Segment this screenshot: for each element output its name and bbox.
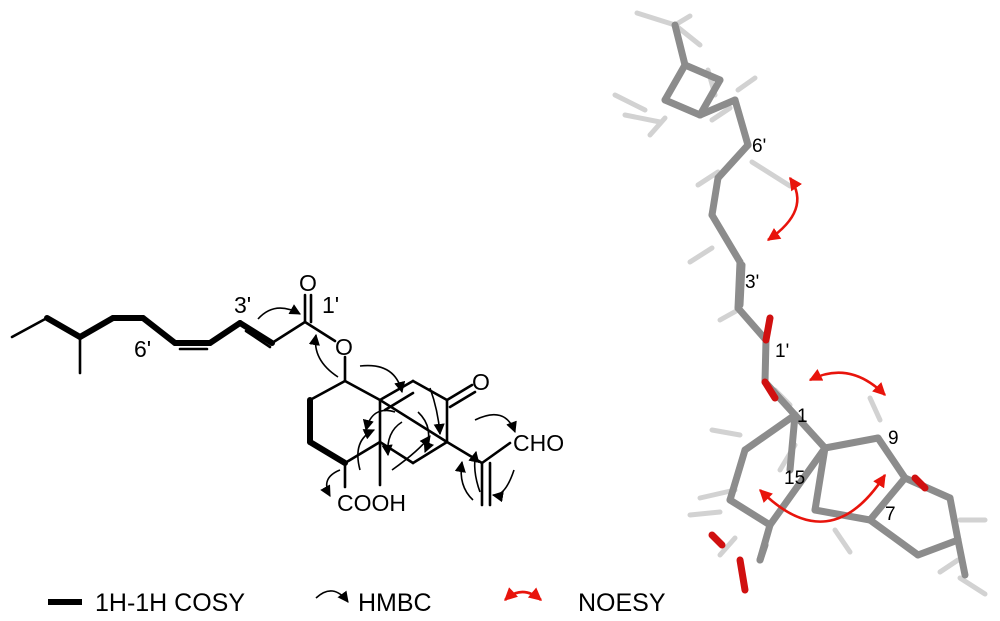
model-position-7-label: 7 [885, 504, 896, 525]
ring-bonds [307, 355, 512, 507]
molecular-model-3d: 6' 3' 1' 1 9 15 7 [612, 10, 988, 597]
ketone-oxygen-label: O [472, 369, 490, 395]
model-position-1prime-label: 1' [775, 341, 789, 362]
legend-noesy-label: NOESY [578, 589, 666, 617]
ester-carbonyl-oxygen-label: O [299, 270, 317, 296]
cooh-label: COOH [337, 490, 406, 516]
carbon-sticks [661, 21, 969, 579]
legend-hmbc-label: HMBC [358, 589, 432, 617]
model-position-3prime-label: 3' [745, 272, 759, 293]
model-position-15-label: 15 [784, 468, 805, 489]
noesy-arrows [759, 176, 887, 523]
model-position-6prime-label: 6' [752, 136, 766, 157]
hmbc-arrows [257, 304, 517, 503]
oxygen-sticks [708, 314, 929, 594]
legend-hmbc: HMBC [315, 589, 432, 617]
side-chain-bonds [10, 293, 337, 375]
structure-2d: O O O COOH CHO 3' 1' 6' [10, 270, 564, 516]
cho-label: CHO [513, 430, 564, 456]
model-position-1-label: 1 [797, 406, 808, 427]
legend-cosy: 1H-1H COSY [48, 589, 245, 617]
model-position-9-label: 9 [888, 428, 899, 449]
noesy-double-arrow-icon [504, 587, 542, 602]
ester-oxygen-label: O [335, 334, 353, 360]
legend-noesy: NOESY [504, 587, 666, 617]
legend: 1H-1H COSY HMBC NOESY [48, 587, 666, 617]
hmbc-curved-arrow-icon [315, 590, 349, 603]
legend-cosy-label: 1H-1H COSY [95, 589, 245, 617]
position-1prime-label: 1' [322, 292, 339, 318]
hydrogen-sticks [612, 10, 988, 597]
position-6prime-label: 6' [134, 336, 151, 362]
position-3prime-label: 3' [234, 292, 251, 318]
